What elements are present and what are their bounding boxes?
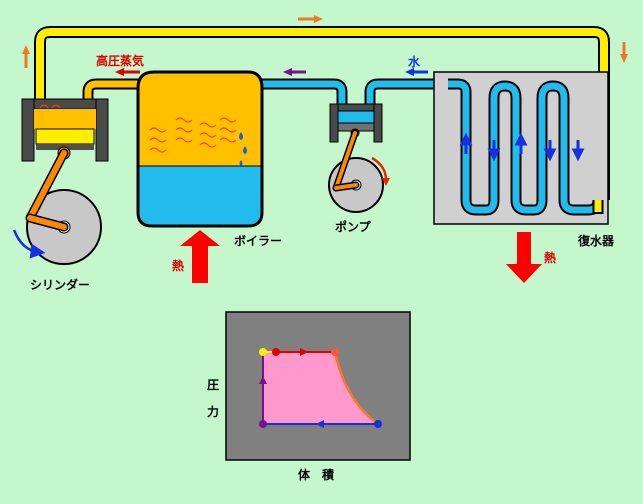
condenser-label: 復水器 — [578, 234, 615, 248]
pv-ylabel-pressure-1: 圧 — [207, 378, 220, 392]
flow-arrow-right-down — [620, 42, 628, 63]
pv-xlabel-volume: 体 積 — [298, 468, 335, 482]
condensate-pipe — [364, 78, 448, 104]
condenser — [433, 71, 609, 225]
cylinder-label: シリンダー — [30, 278, 91, 292]
cylinder — [21, 98, 109, 162]
flow-arrow-steam — [115, 68, 140, 76]
flow-arrow-left-up — [22, 45, 30, 68]
flow-arrow-water — [405, 68, 428, 76]
boiler-label: ボイラー — [234, 234, 283, 248]
flow-arrow-top — [298, 15, 323, 23]
heat-output-arrow — [506, 232, 542, 283]
boiler — [136, 70, 264, 228]
pump-label: ポンプ — [335, 220, 371, 234]
high-pressure-steam-label: 高圧蒸気 — [96, 54, 145, 68]
pv-diagram — [225, 311, 411, 461]
heat-input-label: 熱 — [172, 259, 185, 273]
cylinder-flywheel — [12, 148, 102, 265]
heat-output-label: 熱 — [544, 251, 557, 265]
water-label: 水 — [408, 55, 421, 69]
water-droplet-icon — [239, 132, 247, 166]
steam-return-pipe — [34, 26, 610, 200]
pump-flywheel — [328, 129, 390, 213]
pv-ylabel-pressure-2: 力 — [207, 405, 220, 419]
heat-input-arrow — [180, 230, 220, 283]
flow-arrow-feed — [283, 68, 306, 76]
